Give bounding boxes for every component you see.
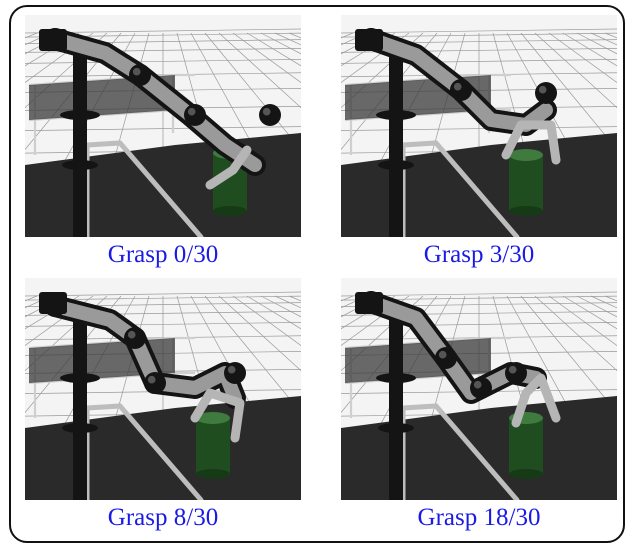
panel-grasp-18: Grasp 18/30 xyxy=(341,278,617,542)
pole-collar xyxy=(378,160,414,170)
robot-joint xyxy=(505,362,527,384)
panel-caption: Grasp 8/30 xyxy=(107,504,219,531)
robot-gripper xyxy=(205,145,252,190)
robot-joint xyxy=(129,64,151,86)
cylinder-top xyxy=(509,149,543,161)
robot-gripper xyxy=(190,388,245,443)
floor-shadow xyxy=(341,133,617,237)
pole-collar xyxy=(62,423,98,433)
pole-collar xyxy=(60,373,100,383)
panel-grasp-3: Grasp 3/30 xyxy=(341,15,617,279)
target-cylinder xyxy=(509,418,543,474)
robot-arm-shell xyxy=(48,32,262,172)
robot-head xyxy=(39,292,67,314)
panel-caption: Grasp 18/30 xyxy=(417,504,541,531)
robot-joint xyxy=(450,79,472,101)
robot-pole xyxy=(73,308,87,500)
pole-collar xyxy=(376,110,416,120)
panel-grasp-8: Grasp 8/30 xyxy=(25,278,301,542)
panel-caption: Grasp 3/30 xyxy=(423,241,535,268)
pole-collar xyxy=(62,160,98,170)
simulation-render xyxy=(341,278,617,500)
robot-joint xyxy=(435,347,457,369)
cylinder-top xyxy=(196,412,230,424)
pole-collar xyxy=(378,423,414,433)
robot-head xyxy=(39,29,67,51)
floor-shadow xyxy=(25,396,301,500)
pole-collar xyxy=(60,110,100,120)
robot-pole xyxy=(389,308,403,500)
target-cylinder xyxy=(196,418,230,474)
robot-joint xyxy=(144,372,166,394)
robot-gripper xyxy=(501,120,561,165)
simulation-render xyxy=(25,278,301,500)
panel-caption: Grasp 0/30 xyxy=(107,241,219,268)
simulation-render xyxy=(25,15,301,237)
panel-grasp-0: Grasp 0/30 xyxy=(25,15,301,279)
robot-joint xyxy=(224,362,246,384)
simulation-render xyxy=(341,15,617,237)
floor-shadow xyxy=(341,396,617,500)
target-cylinder xyxy=(509,155,543,211)
robot-joint xyxy=(470,377,492,399)
robot-joint xyxy=(259,104,281,126)
pole-collar xyxy=(376,373,416,383)
robot-pole xyxy=(389,45,403,237)
robot-head xyxy=(355,292,383,314)
robot-pole xyxy=(73,45,87,237)
robot-joint xyxy=(124,327,146,349)
robot-gripper xyxy=(511,373,561,428)
robot-joint xyxy=(184,104,206,126)
robot-joint xyxy=(535,82,557,104)
robot-head xyxy=(355,29,383,51)
